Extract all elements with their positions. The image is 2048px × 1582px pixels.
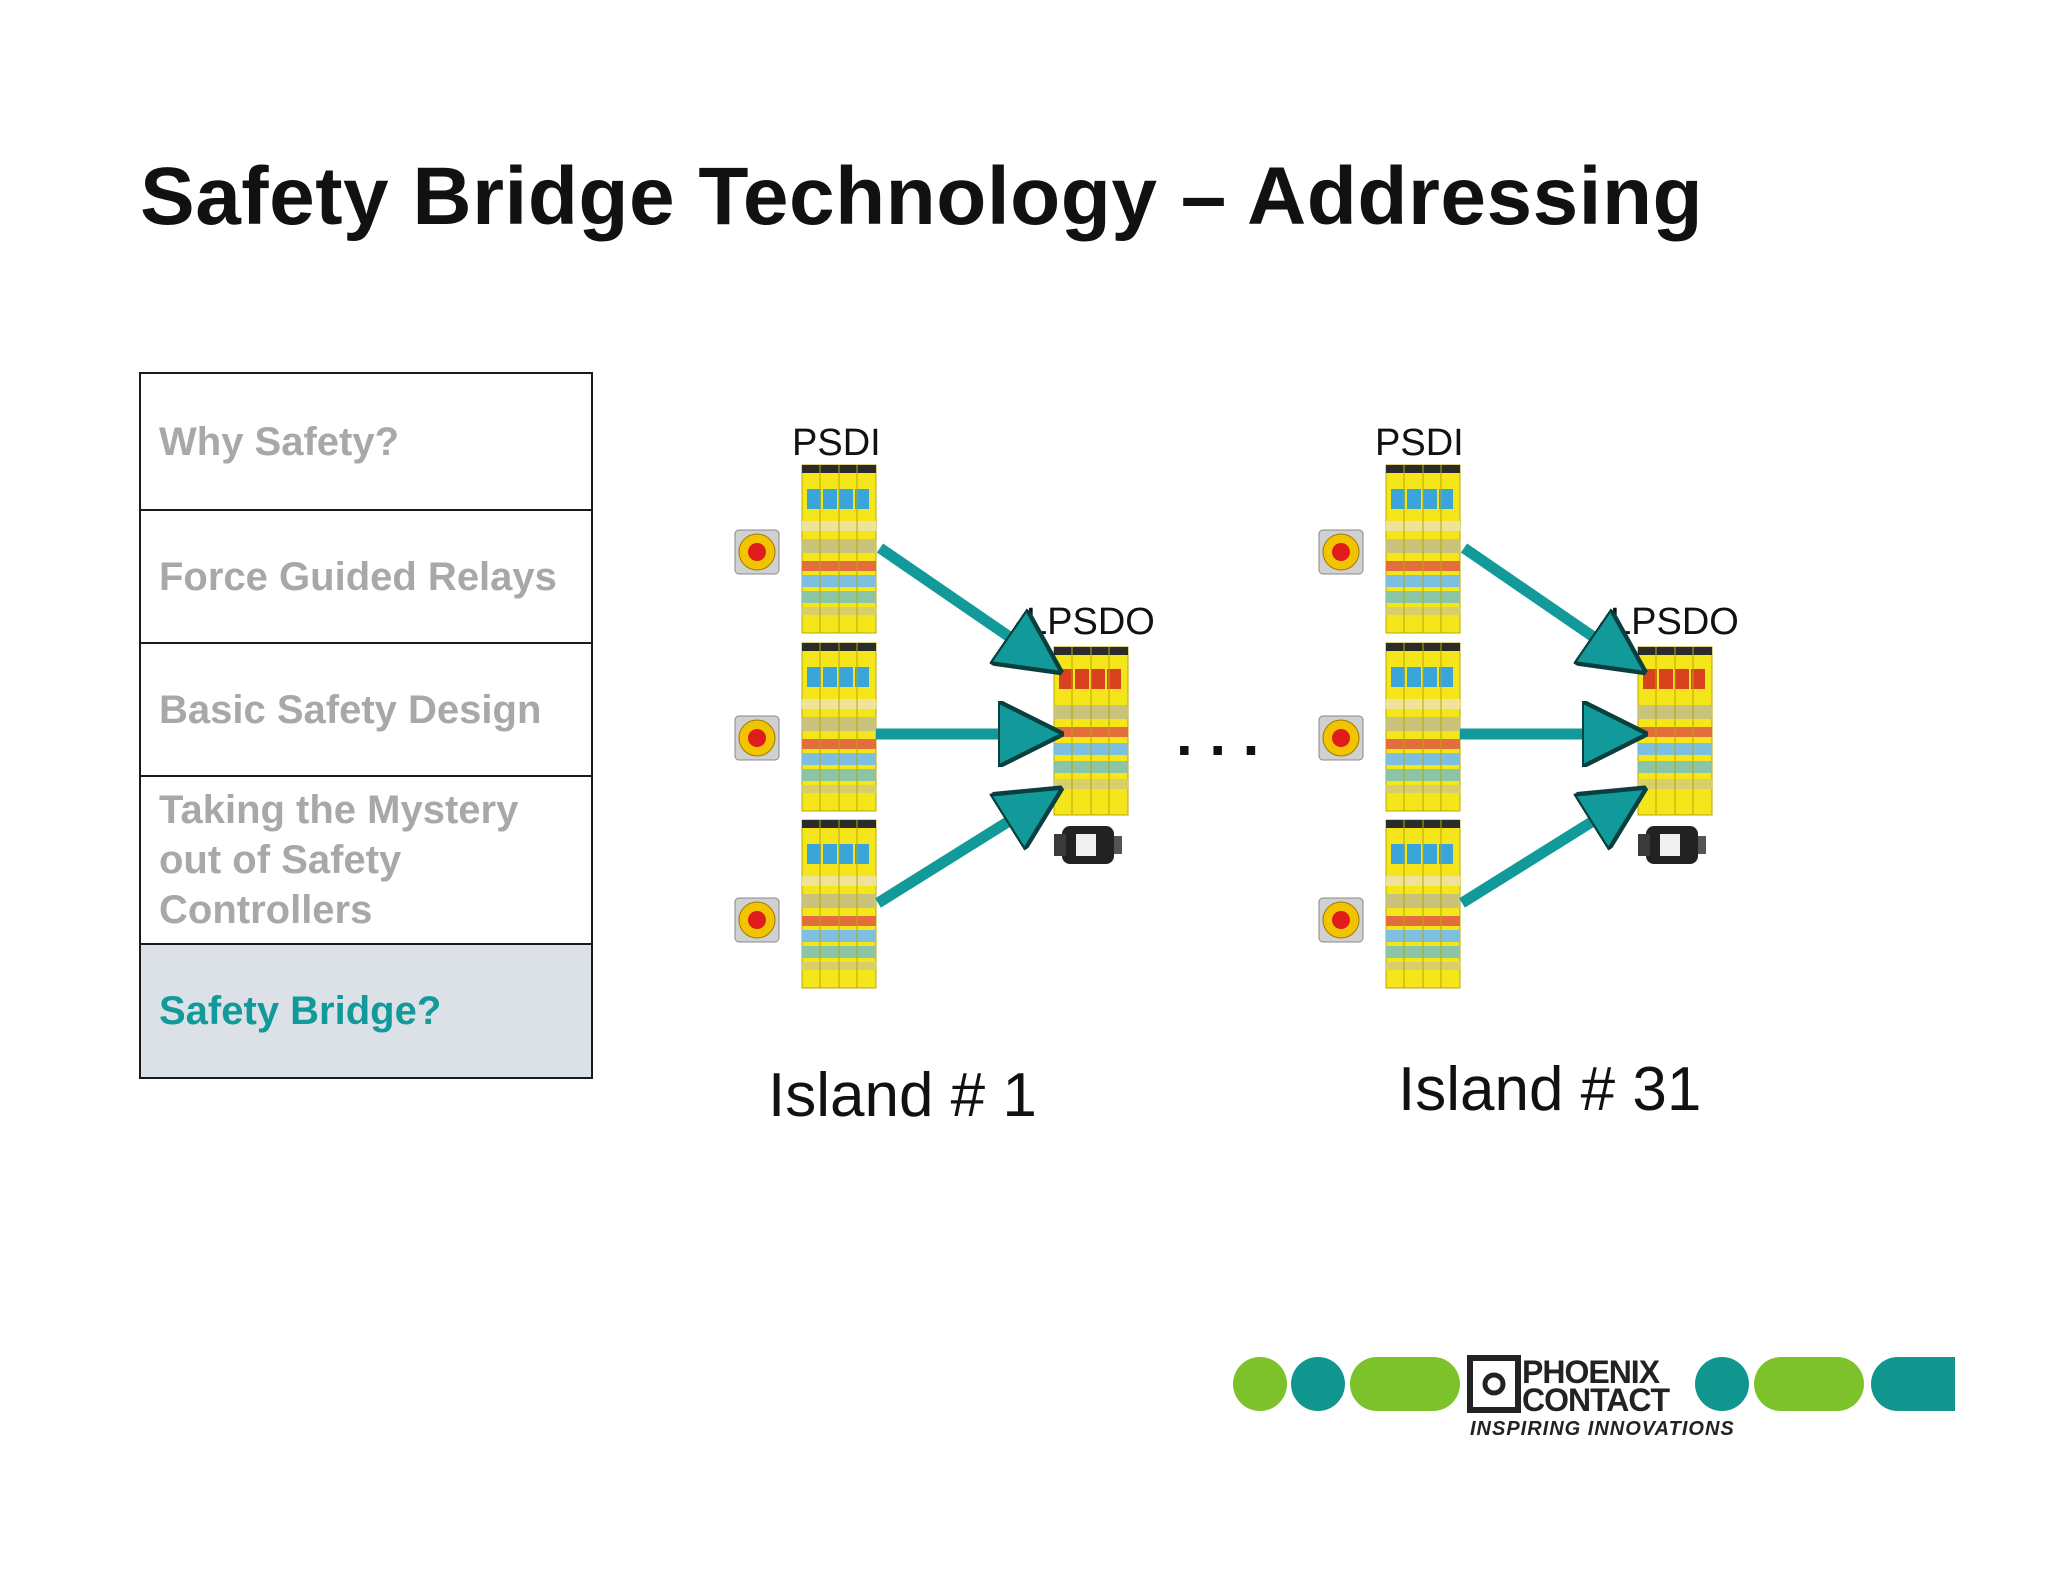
psdi-module-31c [1385,819,1461,989]
arrow-icon [876,543,1046,662]
emergency-stop-icon [734,715,780,761]
nav-item-mystery-safety-controllers[interactable]: Taking the Mystery out of Safety Control… [141,777,591,945]
section-nav: Why Safety? Force Guided Relays Basic Sa… [139,372,593,1079]
ellipsis: . . . [1176,701,1259,768]
psdi-label-island-1: PSDI [792,422,881,464]
emergency-stop-icon [734,897,780,943]
logo-dot-icon [1291,1357,1345,1411]
island-31: PSDI LPSDO Island # 31 [1318,422,1739,1124]
lpsdo-label-island-1: LPSDO [1026,601,1155,643]
arrow-icon [1460,543,1630,662]
psdi-module-1a [801,464,877,634]
motor-icon [1638,826,1706,864]
slide-title: Safety Bridge Technology – Addressing [140,151,1704,242]
emergency-stop-icon [1318,715,1364,761]
logo-pill-icon [1350,1357,1460,1411]
emergency-stop-icon [1318,897,1364,943]
island-caption-31: Island # 31 [1398,1055,1701,1124]
nav-item-why-safety[interactable]: Why Safety? [141,374,591,511]
lpsdo-module-31 [1637,646,1713,816]
logo-name-line2: CONTACT [1522,1382,1670,1418]
lpsdo-label-island-31: LPSDO [1610,601,1739,643]
emergency-stop-icon [734,529,780,575]
logo-name-line1: PHOENIX [1522,1354,1660,1390]
logo-wordmark: PHOENIX CONTACT [1522,1354,1670,1418]
logo-mark-icon [1467,1355,1521,1413]
motor-icon [1054,826,1122,864]
logo-dot-icon [1233,1357,1287,1411]
arrow-icon [875,798,1046,908]
psdi-module-31b [1385,642,1461,812]
nav-item-basic-safety-design[interactable]: Basic Safety Design [141,644,591,777]
emergency-stop-icon [1318,529,1364,575]
lpsdo-module-1 [1053,646,1129,816]
nav-item-force-guided-relays[interactable]: Force Guided Relays [141,511,591,644]
logo-pill-icon [1871,1357,1955,1411]
logo-tagline: INSPIRING INNOVATIONS [1470,1418,1735,1440]
island-caption-1: Island # 1 [768,1061,1037,1130]
psdi-module-31a [1385,464,1461,634]
psdi-label-island-31: PSDI [1375,422,1464,464]
psdi-module-1c [801,819,877,989]
island-1: PSDI LPSDO Island # 1 [734,422,1155,1130]
logo-pill-icon [1754,1357,1864,1411]
nav-item-safety-bridge[interactable]: Safety Bridge? [141,945,591,1077]
arrow-icon [1459,798,1630,908]
psdi-module-1b [801,642,877,812]
phoenix-contact-logo [1233,1355,1955,1413]
logo-dot-icon [1695,1357,1749,1411]
